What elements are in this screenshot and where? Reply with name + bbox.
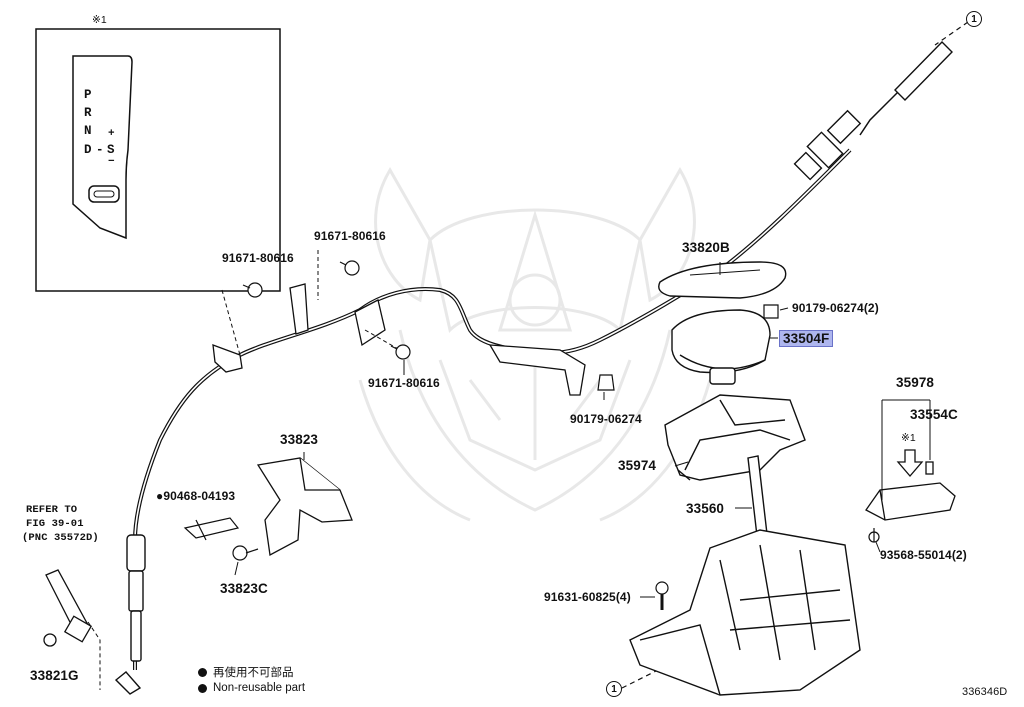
shift-lock-release-button — [88, 185, 120, 203]
bullet-icon — [198, 683, 207, 693]
bolts — [232, 260, 880, 610]
label-93568: 93568-55014(2) — [880, 548, 967, 562]
cable-end-bottom — [114, 534, 146, 695]
side-bracket-35978 — [865, 449, 956, 521]
cable-brackets — [212, 283, 586, 396]
clip-90468 — [183, 517, 240, 541]
label-90179-2: 90179-06274(2) — [792, 301, 879, 315]
watermark-emblem — [358, 167, 712, 522]
label-33820b: 33820B — [682, 240, 730, 255]
inset-marker-arrow: ※1 — [901, 432, 916, 444]
gate-dash: - — [96, 143, 104, 157]
inset-marker: ※1 — [92, 14, 107, 26]
gate-letter-p: P — [84, 88, 92, 102]
label-91671-c: 91671-80616 — [368, 376, 440, 390]
shift-knob-33504f — [671, 309, 771, 385]
gate-letter-r: R — [84, 106, 92, 120]
gate-minus: − — [108, 156, 115, 168]
label-leaders — [234, 262, 881, 598]
gate-letter-n: N — [84, 124, 92, 138]
label-35974: 35974 — [618, 458, 657, 473]
gate-plus: + — [108, 128, 115, 140]
legend-item-english: Non-reusable part — [198, 682, 305, 694]
reference-circle-bottom: 1 — [606, 681, 622, 697]
label-90468: ●90468-04193 — [156, 489, 236, 503]
label-33504f: 33504F — [779, 330, 834, 347]
label-33823: 33823 — [280, 432, 319, 447]
figure-code: 336346D — [962, 686, 1008, 698]
label-33560: 33560 — [686, 501, 725, 516]
label-91671-b: 91671-80616 — [222, 251, 294, 265]
legend-item-japanese: 再使用不可部品 — [198, 664, 294, 680]
indicator-housing-35974 — [664, 394, 806, 481]
refer-note-line2: FIG 39-01 — [26, 518, 84, 530]
label-91671-a: 91671-80616 — [314, 229, 386, 243]
legend-text-english: Non-reusable part — [213, 682, 306, 694]
label-33821g: 33821G — [30, 668, 79, 683]
gate-letter-s: S — [107, 143, 115, 157]
gate-letter-d: D — [84, 143, 92, 157]
refer-note-line1: REFER TO — [26, 504, 78, 516]
label-35978: 35978 — [896, 375, 935, 390]
label-91631: 91631-60825(4) — [544, 590, 631, 604]
shift-lever-assembly-33560 — [629, 455, 861, 696]
bolt-leaders — [87, 250, 401, 690]
bullet-icon — [198, 667, 207, 677]
label-90179: 90179-06274 — [570, 412, 642, 426]
bracket-33823 — [256, 457, 353, 557]
refer-note-line3: (PNC 35572D) — [22, 532, 99, 544]
legend-text-japanese: 再使用不可部品 — [213, 667, 294, 679]
upper-cover-33820b — [658, 261, 787, 299]
reference-circle-top: 1 — [966, 11, 982, 27]
label-33554c: 33554C — [910, 407, 958, 422]
clamp-33821g — [43, 569, 93, 647]
ref-leader-top — [934, 21, 969, 46]
cable-end-top — [793, 41, 953, 181]
label-33823c: 33823C — [220, 581, 268, 596]
